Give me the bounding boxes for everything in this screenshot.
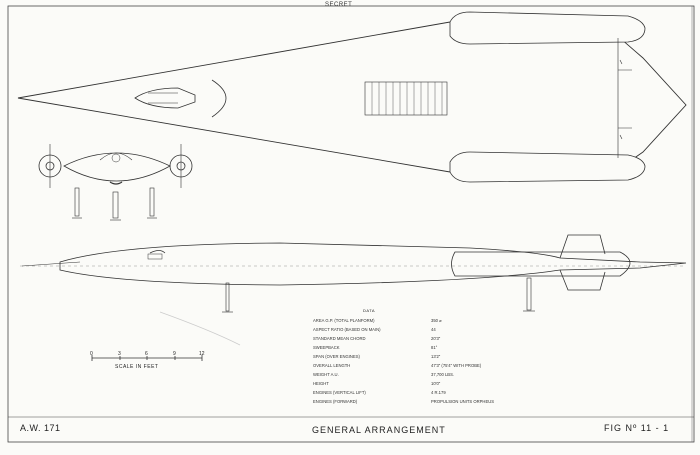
scale-tick-label: 0 <box>90 351 93 357</box>
scale-tick-label: 12 <box>199 351 205 357</box>
side-view <box>20 234 687 313</box>
sheet-border <box>7 5 695 443</box>
scale-bar-label: SCALE IN FEET <box>115 364 159 370</box>
classification-mark: SECRET <box>325 2 353 8</box>
data-row: ASPECT RATIO (BASED ON MAIN)44 <box>313 327 436 332</box>
data-row: WEIGHT A.U.37,700 LBS. <box>313 372 455 377</box>
plan-canopy-arc <box>211 79 227 118</box>
side-fin <box>559 234 606 259</box>
side-undercarriage <box>222 277 535 313</box>
drawing-number: A.W. 171 <box>20 423 61 433</box>
side-probe <box>21 261 81 267</box>
plan-upper-nacelle <box>449 11 646 45</box>
lift-engine-grille <box>364 81 448 116</box>
sheet-title: GENERAL ARRANGEMENT <box>312 425 446 435</box>
front-view <box>38 144 193 221</box>
data-row: SPAN (OVER ENGINES)13'2" <box>313 354 441 359</box>
scale-tick-label: 9 <box>173 351 176 357</box>
data-row: AREA G.P. (TOTAL PLANFORM)350 ⌀ <box>313 318 442 323</box>
figure-number: FIG Nº 11 - 1 <box>604 423 670 433</box>
scale-tick-label: 6 <box>145 351 148 357</box>
data-table-heading: DATA <box>363 308 376 313</box>
side-nacelle <box>451 251 631 277</box>
pencil-mark <box>159 311 241 346</box>
plan-view <box>17 11 687 183</box>
scale-bar <box>91 355 203 361</box>
scale-tick-label: 3 <box>118 351 121 357</box>
side-fuselage <box>59 242 687 286</box>
plan-cockpit <box>134 87 196 109</box>
plan-lower-nacelle <box>449 151 646 183</box>
data-row: ENGINES (FORWARD)PROPULSION UNITS ORPHEU… <box>313 399 495 404</box>
plan-wing-outline <box>17 21 687 173</box>
side-canopy <box>149 250 166 254</box>
front-undercarriage <box>72 187 157 221</box>
front-fuselage <box>63 152 171 182</box>
data-row: ENGINES (VERTICAL LIFT)4 R.179 <box>313 390 446 395</box>
plan-tail <box>617 38 632 158</box>
